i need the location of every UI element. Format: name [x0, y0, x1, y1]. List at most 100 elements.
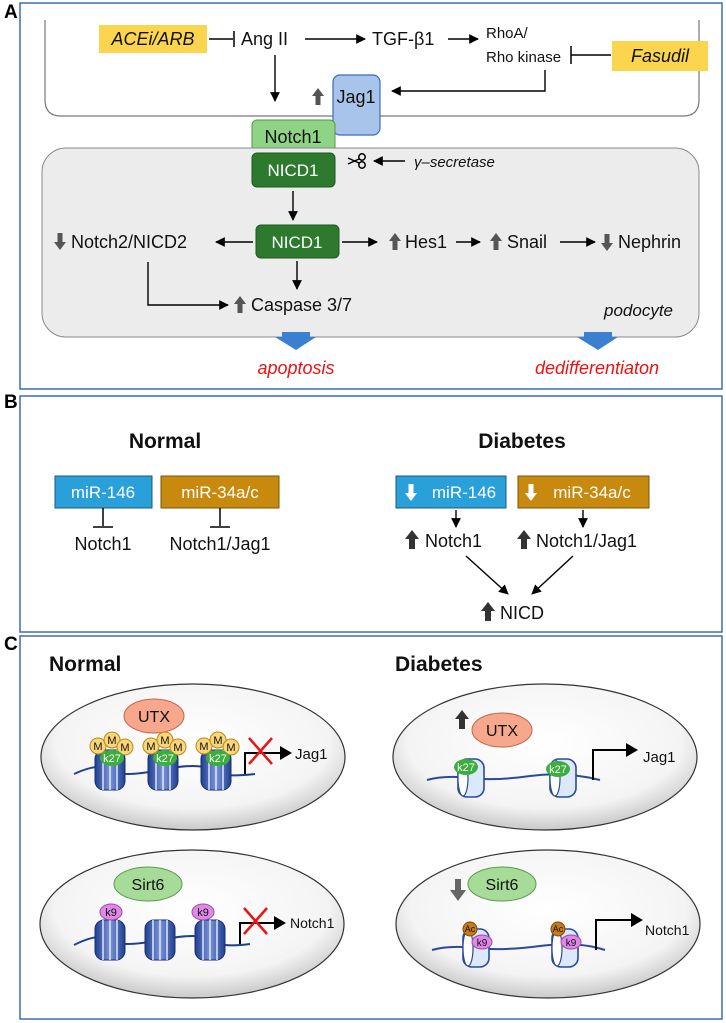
c-diab-jag1-label: Jag1 [643, 749, 676, 766]
k9-label: k9 [566, 938, 577, 949]
b-normal-mir146-label: miR-146 [71, 483, 135, 502]
b-diab-mir146-box [395, 475, 507, 509]
up-arrow-icon [405, 530, 419, 549]
tgf-label: TGF-β1 [372, 29, 434, 49]
scissors-icon [347, 153, 366, 169]
b-normal-notch1-jag1-label: Notch1/Jag1 [169, 534, 270, 554]
ac-mark [550, 921, 566, 937]
caspase-label: Caspase 3/7 [251, 295, 352, 315]
ang-ii-label: Ang II [241, 29, 288, 49]
c-normal-utx-cell [40, 683, 346, 831]
notch1-label: Notch1 [264, 127, 321, 147]
transcription-arrowhead [626, 743, 638, 757]
transcription-arrow-icon [595, 919, 633, 950]
arrow-notch2-caspase [147, 262, 229, 310]
svg-text:M: M [226, 742, 235, 754]
b-diab-arrow-3 [465, 555, 509, 595]
k9-label: k9 [197, 907, 209, 919]
k9-label: k9 [105, 907, 117, 919]
nucleosome-icon [94, 919, 126, 961]
red-x-icon [248, 737, 273, 765]
nephrin-label: Nephrin [618, 232, 681, 252]
k27-label: k27 [549, 764, 567, 776]
panel-a-frame [19, 2, 723, 390]
c-normal-utx-label: UTX [138, 709, 170, 726]
jag1-label: Jag1 [336, 87, 375, 107]
transcription-arrowhead [631, 913, 643, 927]
c-normal-notch1-label: Notch1 [290, 915, 335, 931]
panel-a-label: A [4, 2, 18, 23]
c-diab-utx-bubble [471, 712, 533, 748]
apoptosis-arrow-icon [275, 337, 316, 350]
transcription-arrow-icon [592, 749, 628, 780]
b-normal-mir146-box [54, 475, 153, 509]
b-diab-notch1-label: Notch1 [425, 531, 482, 551]
c-normal-title: Normal [49, 653, 121, 676]
c-diab-utx-label: UTX [486, 723, 518, 740]
svg-text:M: M [160, 735, 169, 747]
b-normal-notch1-label: Notch1 [74, 534, 131, 554]
up-arrow-icon [517, 530, 531, 549]
b-normal-title: Normal [129, 430, 201, 453]
k27-mark [546, 761, 570, 777]
rho-kinase-label: Rho kinase [486, 49, 561, 66]
transcription-arrowhead [280, 746, 292, 760]
c-diabetes-title: Diabetes [395, 653, 483, 676]
rhoa-label: RhoA/ [486, 25, 529, 42]
up-arrow-icon [481, 602, 495, 621]
b-diab-mir34-box [517, 475, 650, 509]
arrow-rho-jag1 [391, 70, 546, 96]
k9-mark [471, 934, 493, 950]
transcription-arrow-icon [239, 922, 276, 944]
c-normal-sirt6-bubble [113, 866, 183, 902]
svg-text:M: M [146, 741, 155, 753]
c-diab-sirt6-bubble [467, 866, 537, 902]
ac-mark [462, 921, 478, 937]
c-normal-utx-bubble [123, 698, 185, 734]
nicd1-top-label: NICD1 [267, 161, 318, 180]
b-diab-notch1-jag1-label: Notch1/Jag1 [536, 531, 637, 551]
down-arrow-icon [450, 879, 466, 901]
svg-text:k27: k27 [156, 753, 174, 765]
b-diab-nicd-label: NICD [500, 603, 544, 623]
methyl-cluster-2: M M M k27 [142, 731, 187, 766]
transcription-arrowhead [274, 916, 286, 930]
k9-mark [560, 934, 582, 950]
panel-b-frame [19, 395, 723, 633]
b-normal-mir34-label: miR-34a/c [181, 483, 259, 502]
gamma-secretase-label: γ–secretase [414, 154, 495, 171]
b-diab-mir146-label: miR-146 [432, 483, 496, 502]
ac-label: Ac [465, 924, 476, 934]
svg-text:M: M [213, 735, 222, 747]
transcription-arrow-icon [244, 752, 282, 774]
methyl-cluster-1: M M M k27 [89, 731, 134, 766]
nicd1-center-box [255, 224, 340, 259]
b-diab-arrow-4 [531, 555, 574, 595]
svg-text:M: M [199, 741, 208, 753]
b-normal-mir34-box [160, 475, 280, 509]
panel-b-label: B [4, 392, 18, 413]
k9-label: k9 [477, 938, 488, 949]
svg-text:k27: k27 [103, 753, 121, 765]
k27-mark [454, 759, 478, 775]
methyl-cluster-3: M M M k27 [195, 731, 240, 766]
podocyte-label: podocyte [603, 301, 673, 320]
svg-text:M: M [93, 741, 102, 753]
ac-label: Ac [553, 924, 564, 934]
nucleosome-icon [194, 919, 226, 961]
svg-text:k27: k27 [209, 753, 227, 765]
svg-text:M: M [120, 742, 129, 754]
k9-mark [99, 903, 123, 921]
k9-mark [191, 903, 215, 921]
c-normal-sirt6-label: Sirt6 [132, 877, 165, 894]
up-arrow-icon [312, 88, 324, 105]
fasudil-box [612, 41, 708, 71]
acei-arb-box [99, 25, 207, 53]
apoptosis-arrow-stem [282, 332, 310, 338]
apoptosis-label: apoptosis [257, 358, 334, 378]
hes1-label: Hes1 [405, 232, 447, 252]
c-normal-jag1-label: Jag1 [295, 746, 328, 763]
notch2-label: Notch2/NICD2 [71, 232, 187, 252]
b-diabetes-title: Diabetes [478, 430, 566, 453]
